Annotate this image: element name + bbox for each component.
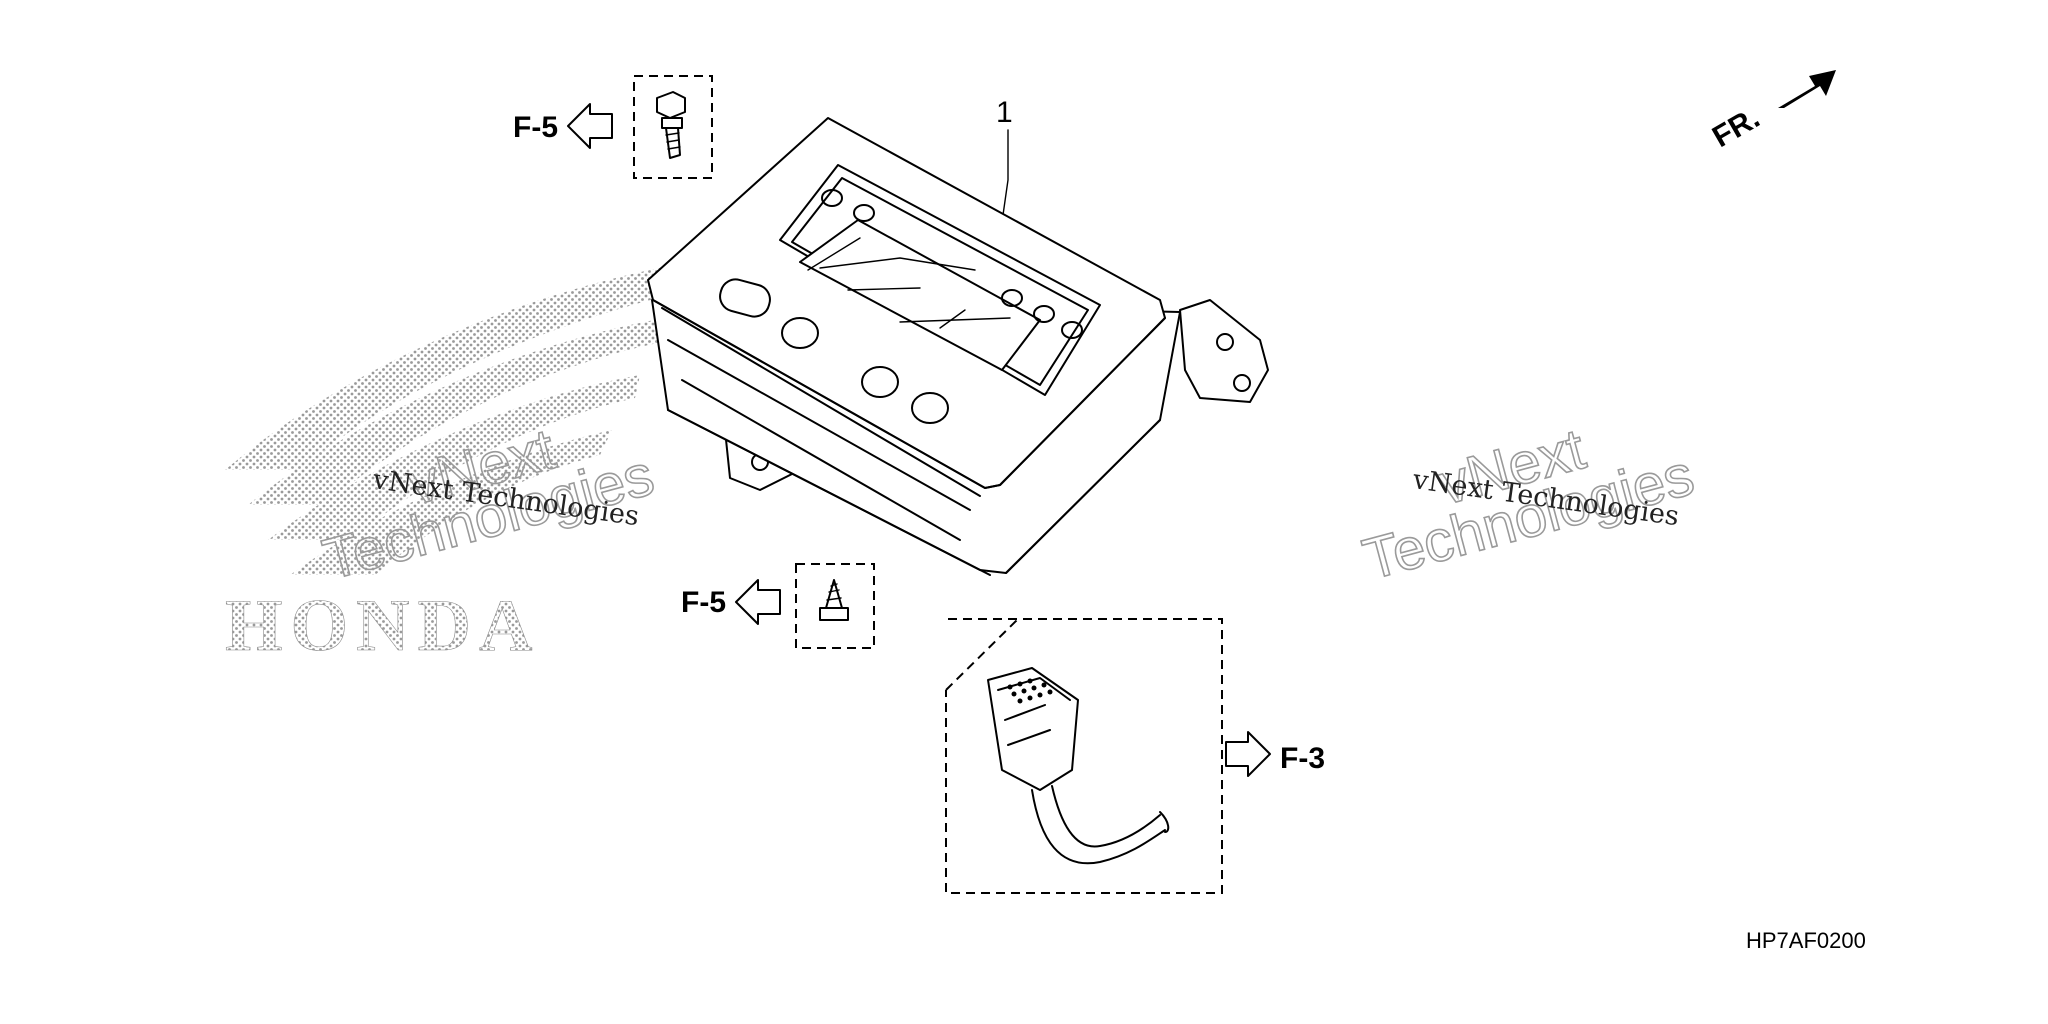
reference-f5-top: F-5 bbox=[513, 103, 613, 149]
reference-label-f3: F-3 bbox=[1280, 742, 1325, 775]
part-number-label: 1 bbox=[996, 96, 1013, 129]
front-label: FR. bbox=[1707, 101, 1765, 154]
front-direction-indicator: FR. bbox=[1707, 70, 1836, 154]
front-arrow-icon bbox=[1778, 70, 1836, 108]
bolt-part bbox=[633, 75, 713, 179]
screw-part bbox=[795, 563, 875, 649]
arrow-left-icon bbox=[735, 579, 781, 625]
connector-part bbox=[945, 618, 1223, 894]
watermark-right: vNext Technologies vNext Technologies bbox=[1356, 416, 1701, 594]
arrow-left-icon bbox=[567, 103, 613, 149]
reference-label-f5-top: F-5 bbox=[513, 111, 558, 144]
meter-assembly bbox=[647, 117, 1269, 576]
diagram-code: HP7AF0200 bbox=[1746, 928, 1866, 953]
honda-wing-logo bbox=[225, 262, 690, 575]
reference-f3: F-3 bbox=[1225, 731, 1325, 777]
arrow-right-icon bbox=[1225, 731, 1271, 777]
honda-brand-text: HONDA bbox=[225, 585, 540, 667]
part-leader-line bbox=[1002, 129, 1009, 216]
reference-label-f5-bottom: F-5 bbox=[681, 586, 726, 619]
reference-f5-bottom: F-5 bbox=[681, 579, 781, 625]
